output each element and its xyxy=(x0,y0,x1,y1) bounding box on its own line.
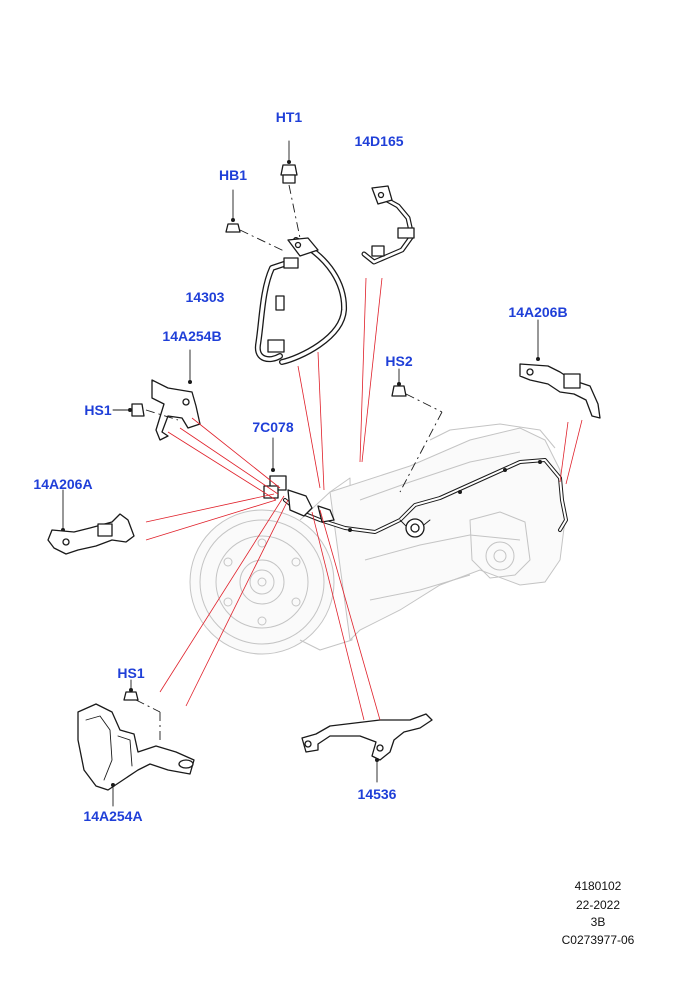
bracket-14a206b xyxy=(519,319,601,419)
footer-line-3: 3B xyxy=(591,915,606,929)
bracket-14a254b xyxy=(151,349,201,441)
bracket-14a206a xyxy=(47,489,135,555)
callout-hs1-lower: HS1 xyxy=(117,665,144,681)
bracket-14536 xyxy=(301,713,433,783)
bolt-hs1-upper xyxy=(112,403,179,421)
callout-14a206b: 14A206B xyxy=(508,304,567,320)
callout-labels: HT1 HB1 14D165 14303 14A254B HS1 HS2 14A… xyxy=(33,109,567,824)
callout-ht1: HT1 xyxy=(276,109,303,125)
bolt-hs1-lower xyxy=(123,679,161,740)
callout-14a254a: 14A254A xyxy=(83,808,142,824)
callout-14a206a: 14A206A xyxy=(33,476,92,492)
callout-7c078: 7C078 xyxy=(252,419,293,435)
footer-line-1: 4180102 xyxy=(575,879,622,893)
bolt-hb1 xyxy=(225,189,287,253)
callout-hb1: HB1 xyxy=(219,167,247,183)
callout-hs2: HS2 xyxy=(385,353,412,369)
footer-line-4: C0273977-06 xyxy=(562,933,635,947)
bracket-14a254a xyxy=(77,703,195,807)
callout-14536: 14536 xyxy=(358,786,397,802)
bolt-hs2 xyxy=(391,368,443,493)
cooler-hose-14303 xyxy=(254,237,348,365)
transmission-assembly xyxy=(189,423,566,655)
leader-lines xyxy=(145,277,583,721)
callout-hs1-upper: HS1 xyxy=(84,402,111,418)
callout-14a254b: 14A254B xyxy=(162,328,221,344)
callout-14d165: 14D165 xyxy=(354,133,403,149)
pipe-14d165 xyxy=(361,185,415,265)
callout-14303: 14303 xyxy=(186,289,225,305)
connector-7c078 xyxy=(271,437,275,472)
footer-line-2: 22-2022 xyxy=(576,898,620,912)
footer-reference: 4180102 22-2022 3B C0273977-06 xyxy=(562,879,635,947)
fitting-ht1 xyxy=(280,140,301,239)
